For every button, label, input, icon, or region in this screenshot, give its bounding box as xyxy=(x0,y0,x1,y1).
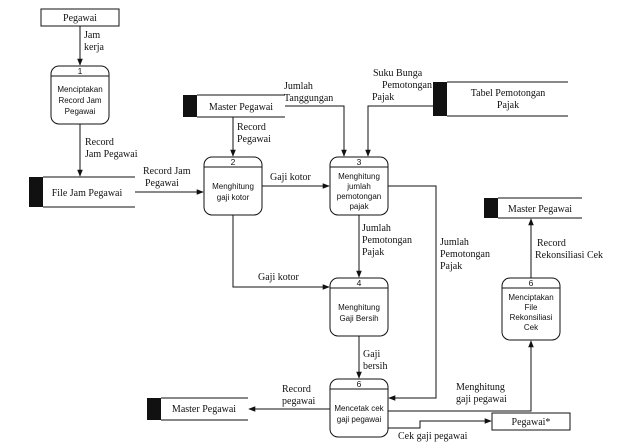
flow-label-menghitung-gaji-pegawai: Menghitung gaji pegawai xyxy=(456,382,507,405)
process-label-line: pajak xyxy=(349,202,369,211)
flow-label-line: Pegawai xyxy=(145,178,179,189)
flow-label-line: Pajak xyxy=(362,247,384,258)
flow-tanggungan-to-p3 xyxy=(285,105,347,157)
process-label-line: gaji kotor xyxy=(217,193,250,202)
flow-label-line: Jumlah xyxy=(362,223,391,234)
process-label-line: Pegawai xyxy=(65,107,96,116)
flow-label-line: Tanggungan xyxy=(284,93,333,104)
process-label-line: gaji pegawai xyxy=(337,415,382,424)
store-label: Master Pegawai xyxy=(172,404,236,415)
entity-label: Pegawai* xyxy=(512,417,551,428)
process-4: 4 Menghitung Gaji Bersih xyxy=(329,277,389,337)
process-number: 1 xyxy=(78,66,83,76)
process-number: 6 xyxy=(529,278,534,288)
store-label: Master Pegawai xyxy=(508,204,572,215)
process-3: 3 Menghitung jumlah pemotongan pajak xyxy=(329,156,389,216)
flow-p2-to-p4 xyxy=(232,215,330,290)
flow-label-gaji-bersih: Gaji bersih xyxy=(363,349,387,372)
process-label-line: Cek xyxy=(524,323,539,332)
flow-label-line: Pemotongan xyxy=(362,235,412,246)
flow-label-line: Cek gaji pegawai xyxy=(398,431,468,442)
process-2: 2 Menghitung gaji kotor xyxy=(203,156,263,216)
flow-label-line: Pajak xyxy=(372,92,394,103)
store-master-pegawai-b: Master Pegawai xyxy=(484,197,582,219)
flow-label-line: Jam xyxy=(84,30,100,41)
flow-label-record-jam-pegawai-2: Record Jam Pegawai xyxy=(143,166,191,189)
flow-label-line: Record xyxy=(237,122,266,133)
flow-label-jam-kerja: Jam kerja xyxy=(84,30,105,53)
process-label-line: Record Jam xyxy=(58,96,101,105)
flow-label-line: Pemotongan xyxy=(440,249,490,260)
flow-label-record-pegawai: Record Pegawai xyxy=(237,122,271,145)
store-tabel-pemotongan-pajak: Tabel Pemotongan Pajak xyxy=(433,81,568,117)
process-number: 6 xyxy=(357,379,362,389)
flow-label-line: Gaji xyxy=(363,349,380,360)
flow-label-suku-bunga: Suku Bunga Pemotongan Pajak xyxy=(372,68,432,103)
process-label-line: Rekonsiliasi xyxy=(510,313,553,322)
process-label-line: pemotongan xyxy=(337,192,381,201)
flow-label-line: Gaji kotor xyxy=(270,172,311,183)
flow-label-line: Record xyxy=(537,238,566,249)
process-label-line: Menghitung xyxy=(212,182,254,191)
flow-p3-to-p6 xyxy=(388,185,437,401)
flow-p6-to-p5 xyxy=(388,340,534,412)
flow-label-jumlah-pemotongan-pajak-2: Jumlah Pemotongan Pajak xyxy=(440,237,490,272)
flow-label-line: Pajak xyxy=(440,261,462,272)
flow-label-line: Record xyxy=(282,384,311,395)
flow-label-line: Pemotongan xyxy=(382,80,432,91)
flow-label-line: bersih xyxy=(363,361,387,372)
flow-tabel-to-p3 xyxy=(365,105,433,157)
process-label-line: Menciptakan xyxy=(508,293,553,302)
flow-label-line: Jam Pegawai xyxy=(85,149,138,160)
flow-label-jumlah-pemotongan-pajak-1: Jumlah Pemotongan Pajak xyxy=(362,223,412,258)
store-file-jam-pegawai: File Jam Pegawai xyxy=(29,176,135,208)
flow-label-line: gaji pegawai xyxy=(456,394,507,405)
flow-p6-to-pegawai xyxy=(388,418,492,429)
flow-label-line: Rekonsiliasi Cek xyxy=(535,250,603,261)
flow-label-line: Gaji kotor xyxy=(258,272,299,283)
entity-pegawai-top: Pegawai xyxy=(40,8,120,27)
flow-label-gaji-kotor-2: Gaji kotor xyxy=(258,272,299,283)
flow-label-line: Suku Bunga xyxy=(373,68,423,79)
process-number: 2 xyxy=(231,157,236,167)
flow-label-line: Menghitung xyxy=(456,382,505,393)
store-label: Master Pegawai xyxy=(209,102,273,113)
process-number: 3 xyxy=(357,157,362,167)
flow-label-line: kerja xyxy=(84,42,105,53)
process-6: 6 Mencetak cek gaji pegawai xyxy=(329,378,389,438)
entity-label: Pegawai xyxy=(63,13,97,24)
flow-label-record-jam-pegawai-1: Record Jam Pegawai xyxy=(85,137,138,160)
entity-pegawai-output: Pegawai* xyxy=(491,412,571,431)
process-5: 6 Menciptakan File Rekonsiliasi Cek xyxy=(501,277,561,341)
process-label-line: jumlah xyxy=(346,182,371,191)
process-label-line: Menghitung xyxy=(338,172,380,181)
flow-label-line: Record xyxy=(85,137,114,148)
process-number: 4 xyxy=(357,278,362,288)
store-master-pegawai-a: Master Pegawai xyxy=(183,94,285,118)
process-label-line: File xyxy=(525,303,538,312)
flow-label-gaji-kotor-1: Gaji kotor xyxy=(270,172,311,183)
flow-label-record-pegawai-out: Record pegawai xyxy=(282,384,316,407)
store-label-line: Tabel Pemotongan xyxy=(471,88,546,99)
flow-lines xyxy=(77,26,534,429)
store-label: File Jam Pegawai xyxy=(52,188,123,199)
process-label-line: Mencetak cek xyxy=(334,404,384,413)
process-1: 1 Menciptakan Record Jam Pegawai xyxy=(50,65,110,125)
flow-label-line: Jumlah xyxy=(440,237,469,248)
store-label-line: Pajak xyxy=(497,100,519,111)
flow-label-line: Jumlah xyxy=(284,81,313,92)
flow-label-line: Pegawai xyxy=(237,134,271,145)
store-master-pegawai-c: Master Pegawai xyxy=(147,397,248,421)
process-label-line: Menciptakan xyxy=(57,85,102,94)
flow-label-cek-gaji-pegawai: Cek gaji pegawai xyxy=(398,431,468,442)
process-label-line: Menghitung xyxy=(338,303,380,312)
flow-label-jumlah-tanggungan: Jumlah Tanggungan xyxy=(284,81,333,104)
flow-label-line: pegawai xyxy=(282,396,316,407)
flow-label-line: Record Jam xyxy=(143,166,191,177)
flow-label-record-rekonsiliasi-cek: Record Rekonsiliasi Cek xyxy=(535,238,603,261)
process-label-line: Gaji Bersih xyxy=(339,314,378,323)
